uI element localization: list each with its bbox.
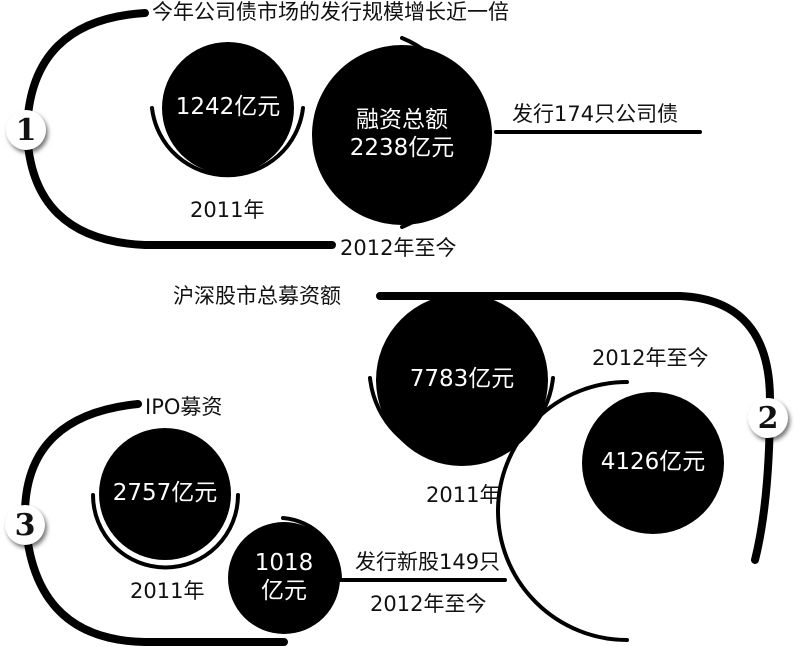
circle-2012-ipo: 1018 亿元 bbox=[228, 522, 340, 634]
bond-issuance-note: 发行174只公司债 bbox=[512, 102, 679, 126]
value-2012-stock: 4126亿元 bbox=[600, 449, 706, 476]
circle-2011-bonds: 1242亿元 bbox=[162, 42, 294, 174]
circle-2012-bonds: 融资总额 2238亿元 bbox=[312, 45, 492, 225]
value-2012-ipo-unit: 亿元 bbox=[261, 578, 307, 604]
value-2011-bonds: 1242亿元 bbox=[175, 94, 281, 121]
circle-2011-stock: 7783亿元 bbox=[376, 294, 548, 466]
year-label-2012-stock: 2012年至今 bbox=[592, 346, 709, 370]
section-3-badge: 3 bbox=[5, 505, 45, 545]
section-2-title: 沪深股市总募资额 bbox=[173, 284, 341, 308]
value-2011-ipo: 2757亿元 bbox=[112, 480, 218, 507]
circle-2012-stock: 4126亿元 bbox=[582, 392, 724, 534]
value-2012-bonds: 2238亿元 bbox=[349, 135, 455, 161]
section-1-title: 今年公司债市场的发行规模增长近一倍 bbox=[152, 0, 509, 24]
value-2012-ipo-number: 1018 bbox=[254, 550, 314, 577]
year-label-2011-ipo: 2011年 bbox=[130, 579, 205, 603]
year-label-2012-ipo: 2012年至今 bbox=[370, 592, 487, 616]
ipo-issuance-note: 发行新股149只 bbox=[355, 550, 501, 574]
year-label-2011-stock: 2011年 bbox=[426, 483, 501, 507]
section-3-title: IPO募资 bbox=[145, 395, 223, 419]
section-1-badge: 1 bbox=[6, 110, 46, 150]
circle-2011-ipo: 2757亿元 bbox=[99, 428, 231, 560]
section-2-badge: 2 bbox=[748, 398, 788, 438]
year-label-2012-bonds: 2012年至今 bbox=[340, 236, 457, 260]
year-label-2011-bonds: 2011年 bbox=[190, 198, 265, 222]
value-2011-stock: 7783亿元 bbox=[409, 366, 515, 393]
label-total-financing: 融资总额 bbox=[356, 107, 448, 134]
